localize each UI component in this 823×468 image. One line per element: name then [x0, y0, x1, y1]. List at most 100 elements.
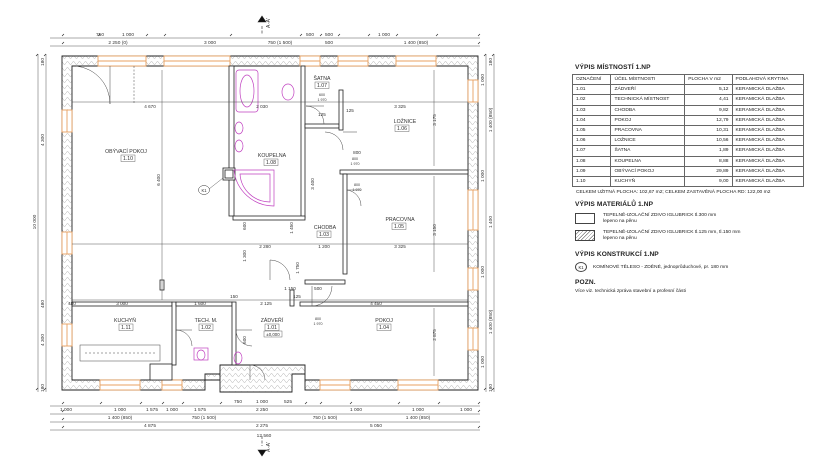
room-label-bathroom: KOUPELNA: [258, 153, 287, 159]
room-label-tech: TECH. M.: [195, 318, 218, 324]
dimension-lines: [37, 37, 495, 431]
cell-floor: KERAMICKÁ DLAŽBA: [731, 175, 805, 188]
dim-bot-2: 1 000: [114, 407, 126, 413]
room-num-bedroom: 1.06: [397, 126, 407, 132]
dim-right-4: 1 000: [480, 170, 486, 182]
dim-in-1: 4 670: [144, 104, 156, 109]
dim-right-3: 1 400 (850): [488, 107, 494, 132]
cell-floor: KERAMICKÁ DLAŽBA: [731, 135, 805, 147]
dim-in-21: 600: [242, 222, 247, 230]
cell-area: 5,12: [684, 84, 733, 96]
dim-in-14: 125: [293, 294, 301, 299]
cell-purpose: ZÁDVEŘÍ: [610, 84, 686, 96]
dim-in-7: 2 280: [259, 244, 271, 249]
dim-bot-5: 1 575: [194, 407, 206, 413]
dim-in-22: 1 300: [242, 250, 247, 262]
room-num-bathroom: 1.08: [266, 160, 276, 166]
dim-bot-19: 5 050: [370, 423, 382, 429]
dim-top-1: 750: [96, 32, 104, 38]
room-num-entrance: 1.01: [267, 325, 277, 331]
room-label-bedroom: LOŽNICE: [394, 117, 417, 125]
dim-bot-3: 1 575: [146, 407, 158, 413]
cell-area: 8,88: [684, 155, 733, 167]
note-text: Více viz. technická zpráva stavební a pr…: [575, 289, 686, 295]
dim-left-1: 180: [40, 58, 46, 66]
cell-id: 1.06: [571, 135, 612, 147]
cell-id: 1.02: [571, 94, 612, 106]
dim-bot-17: 4 875: [144, 423, 156, 429]
dim-right-9: 180: [488, 384, 494, 392]
dim-top-3: 500: [306, 32, 314, 38]
room-label-room: POKOJ: [375, 318, 393, 324]
cell-purpose: ŠATNA: [610, 145, 686, 157]
dim-in-3: 125: [318, 112, 326, 117]
dim-bot-18: 2 275: [256, 423, 268, 429]
door-height-label-3: 1 970: [318, 98, 327, 102]
dim-in-2: 2 030: [256, 104, 268, 109]
room-num-room: 1.04: [379, 325, 389, 331]
cell-area: 9,82: [684, 104, 733, 116]
dim-bot-14: 2 250: [256, 407, 268, 413]
room-num-living: 1.10: [123, 156, 133, 162]
section-mark-top-suffix: -A': [266, 18, 272, 24]
door-height-label-4: 1 970: [314, 322, 323, 326]
outer-walls: [61, 55, 479, 393]
cell-purpose: KUCHYŇ: [610, 175, 686, 188]
interior-walls: [71, 65, 469, 381]
cell-floor: KERAMICKÁ DLAŽBA: [731, 165, 805, 177]
cell-floor: KERAMICKÁ DLAŽBA: [731, 114, 805, 126]
dim-in-24: 800: [353, 150, 361, 155]
material-subline: lepeno na pěnu: [603, 236, 637, 242]
cell-floor: KERAMICKÁ DLAŽBA: [731, 145, 805, 157]
dim-in-25: 600: [242, 336, 247, 344]
dim-bot-7: 1 000: [256, 399, 268, 405]
cell-id: 1.05: [571, 124, 612, 137]
cell-id: 1.10: [571, 175, 612, 188]
dim-top-2: 1 000: [122, 32, 134, 38]
cell-floor: KERAMICKÁ DLAŽBA: [731, 124, 805, 137]
cell-area: 9,00: [684, 175, 733, 188]
dim-bot-10: 1 000: [412, 407, 424, 413]
dim-in-23: 1 750: [295, 262, 300, 274]
room-num-closet: 1.07: [317, 83, 327, 89]
cell-id: 1.07: [571, 145, 612, 157]
materials-title: VÝPIS MATERIÁLŮ 1.NP: [575, 201, 654, 209]
room-num-hall: 1.03: [319, 232, 329, 238]
section-mark-bottom-suffix: -A': [266, 442, 272, 448]
dim-left-2: 4 300: [40, 134, 46, 146]
room-num-frames: [118, 81, 410, 331]
cell-id: 1.03: [571, 104, 612, 116]
material-subline: lepeno na pěnu: [603, 219, 637, 225]
dim-bot-13: 750 (1 500): [192, 415, 217, 421]
door-width-label-3: 600: [319, 93, 325, 97]
dim-in-4: 3 325: [394, 104, 406, 109]
note-title: POZN.: [575, 279, 596, 287]
room-label-living: OBÝVACÍ POKOJ: [105, 148, 147, 155]
dim-in-26: 480: [68, 301, 76, 306]
cell-floor: KERAMICKÁ DLAŽBA: [731, 155, 805, 167]
dim-in-20: 3 150: [432, 224, 437, 236]
dim-bot-16: 1 400 (850): [406, 415, 431, 421]
dim-in-28: 1 450: [289, 222, 294, 234]
cell-purpose: CHODBA: [610, 104, 686, 116]
room-label-entrance: ZÁDVEŘÍ: [261, 316, 284, 324]
cell-floor: KERAMICKÁ DLAŽBA: [731, 84, 805, 96]
dim-in-19: 3 400: [310, 178, 315, 190]
dim-top-10: 1 400 (850): [404, 40, 429, 46]
cell-area: 4,41: [684, 94, 733, 106]
dim-left-4: 4 300: [40, 334, 46, 346]
cell-area: 29,89: [684, 165, 733, 177]
area-totals: CELKEM UŽITNÁ PLOCHA: 102,67 m2; CELKEM …: [576, 190, 771, 196]
cell-id: 1.08: [571, 155, 612, 167]
schedule-panel: VÝPIS MÍSTNOSTÍ 1.NP OZNAČENÍ ÚČEL MÍSTN…: [571, 64, 810, 295]
room-schedule-title: VÝPIS MÍSTNOSTÍ 1.NP: [575, 64, 651, 71]
dim-total-width: 12 560: [257, 433, 272, 439]
cell-purpose: POKOJ: [610, 114, 686, 126]
